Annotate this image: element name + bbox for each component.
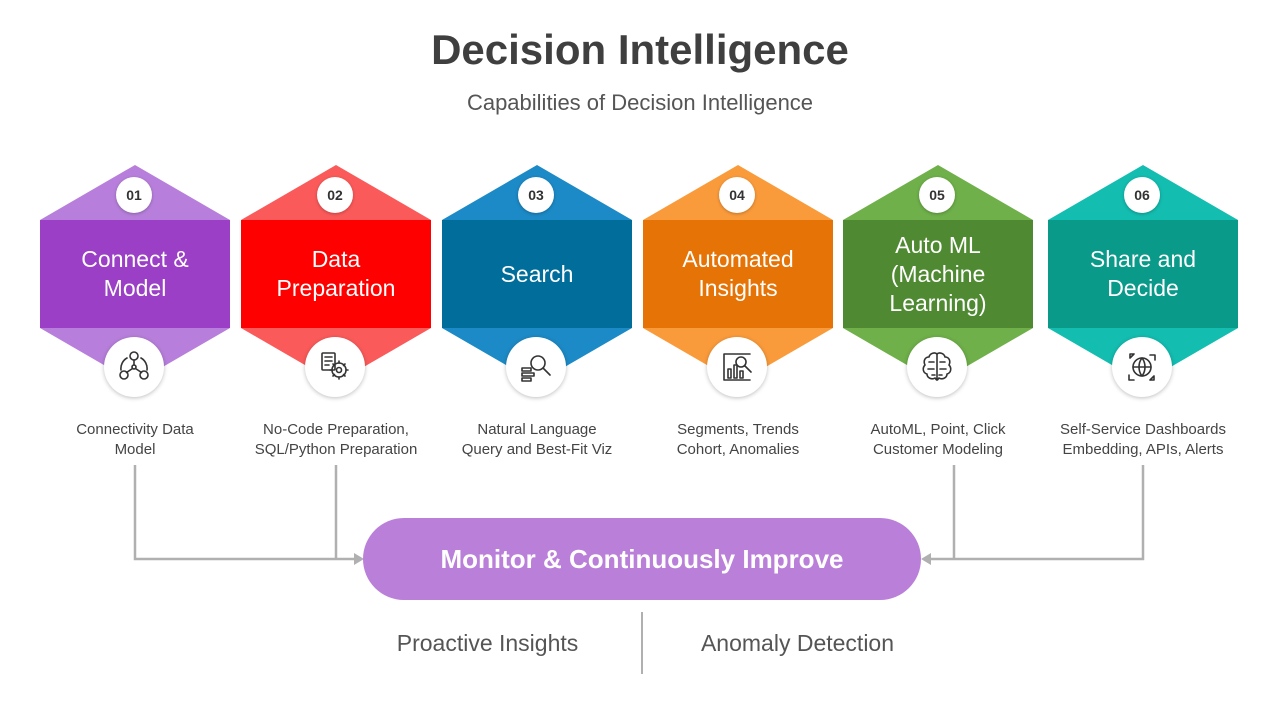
capability-description: Segments, Trends Cohort, Anomalies <box>676 421 800 458</box>
outcome-anomaly-detection: Anomaly Detection <box>700 630 895 656</box>
page-title: Decision Intelligence <box>431 26 849 73</box>
capability-title: Share and Decide <box>1089 246 1197 301</box>
step-number-badge: 03 <box>518 177 554 213</box>
step-number-badge: 06 <box>1124 177 1160 213</box>
monitor-label: Monitor & Continuously Improve <box>440 543 844 574</box>
step-number: 03 <box>528 187 544 203</box>
search-document-icon <box>521 355 551 382</box>
step-number-badge: 04 <box>719 177 755 213</box>
capability-description: Self-Service Dashboards Embedding, APIs,… <box>1060 421 1226 458</box>
page-subtitle: Capabilities of Decision Intelligence <box>466 90 814 115</box>
chart-magnifier-icon <box>723 353 752 381</box>
icon-badge <box>506 337 566 397</box>
data-settings-icon <box>321 352 349 380</box>
icon-badge <box>305 337 365 397</box>
outcome-proactive-insights: Proactive Insights <box>396 630 579 656</box>
capability-hexagon <box>442 165 632 383</box>
brain-icon <box>922 352 952 381</box>
capability-title: Auto ML (Machine Learning) <box>889 231 987 316</box>
connector-06 <box>928 465 1145 561</box>
icon-badge <box>1112 337 1172 397</box>
capability-title: Data Preparation <box>276 246 396 301</box>
icon-badge <box>907 337 967 397</box>
step-number: 04 <box>729 187 745 203</box>
step-number-badge: 02 <box>317 177 353 213</box>
globe-share-icon <box>1128 353 1156 381</box>
capability-hexagon <box>241 165 431 383</box>
capability-title: Automated Insights <box>682 246 794 301</box>
capability-hexagon <box>643 165 833 383</box>
capability-description: Natural Language Query and Best-Fit Viz <box>461 421 613 458</box>
network-people-icon <box>119 351 149 380</box>
monitor-improve-pill: Monitor & Continuously Improve <box>363 518 921 600</box>
connector-01 <box>133 465 357 561</box>
capability-title: Search <box>500 260 574 287</box>
capability-description: Connectivity Data Model <box>76 421 194 458</box>
outcome-divider <box>641 612 643 674</box>
step-number-badge: 01 <box>116 177 152 213</box>
capability-description: No-Code Preparation, SQL/Python Preparat… <box>254 421 418 458</box>
arrow-head-right <box>921 553 931 565</box>
step-number-badge: 05 <box>919 177 955 213</box>
capability-title: Connect & Model <box>81 246 189 301</box>
capability-hexagon <box>843 165 1033 383</box>
icon-badge <box>104 337 164 397</box>
step-number: 06 <box>1134 187 1150 203</box>
step-number: 02 <box>327 187 343 203</box>
capability-hexagon <box>40 165 230 383</box>
step-number: 01 <box>126 187 142 203</box>
icon-badge <box>707 337 767 397</box>
capability-description: AutoML, Point, Click Customer Modeling <box>870 421 1006 458</box>
capability-hexagon <box>1048 165 1238 383</box>
step-number: 05 <box>929 187 945 203</box>
arrow-head-left <box>354 553 364 565</box>
